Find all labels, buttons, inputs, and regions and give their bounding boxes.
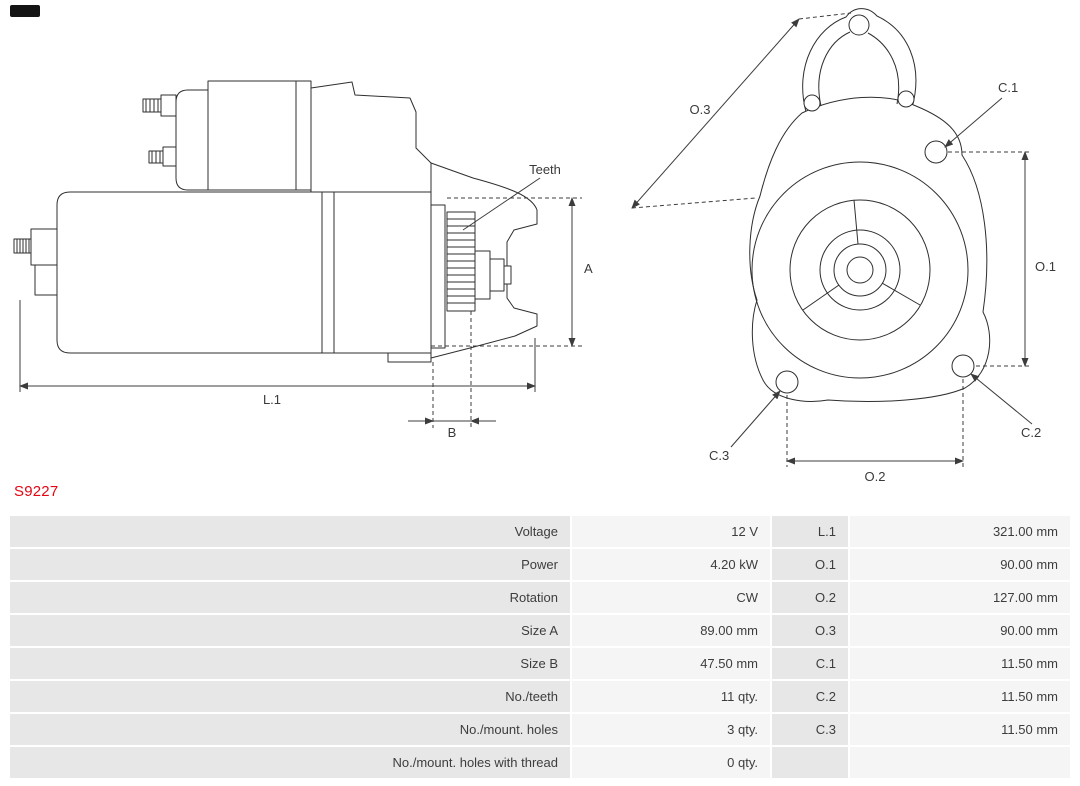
table-row: No./mount. holes with thread 0 qty. [10, 747, 1070, 778]
dimension-o1: O.1 [948, 151, 1056, 367]
dim-value: 11.50 mm [850, 648, 1070, 679]
dim-label: C.2 [772, 681, 848, 712]
spec-value: 12 V [572, 516, 770, 547]
spec-label: Rotation [10, 582, 570, 613]
dim-value: 90.00 mm [850, 549, 1070, 580]
dim-value [850, 747, 1070, 778]
callout-c2: C.2 [970, 373, 1041, 440]
table-row: Size A 89.00 mm O.3 90.00 mm [10, 615, 1070, 646]
brand-logo-icon [10, 5, 40, 17]
part-number: S9227 [14, 483, 59, 500]
spec-label: No./teeth [10, 681, 570, 712]
dimension-a: A [431, 197, 593, 347]
starter-side-view: Teeth A L.1 [13, 80, 593, 440]
spec-value: 0 qty. [572, 747, 770, 778]
mount-hole-c2 [951, 354, 975, 378]
spec-label: No./mount. holes with thread [10, 747, 570, 778]
dim-label: O.3 [772, 615, 848, 646]
dim-value: 90.00 mm [850, 615, 1070, 646]
dim-label: C.1 [772, 648, 848, 679]
dim-b-label: B [448, 425, 457, 440]
table-row: Voltage 12 V L.1 321.00 mm [10, 516, 1070, 547]
spec-table: Voltage 12 V L.1 321.00 mm Power 4.20 kW… [8, 514, 1072, 780]
table-row: Power 4.20 kW O.1 90.00 mm [10, 549, 1070, 580]
mount-hole-c3 [775, 370, 799, 394]
spec-value: 4.20 kW [572, 549, 770, 580]
dim-o3-label: O.3 [690, 102, 711, 117]
dim-label: O.1 [772, 549, 848, 580]
dim-label: C.3 [772, 714, 848, 745]
spec-label: Voltage [10, 516, 570, 547]
starter-front-view: O.3 O.1 O.2 C.1 [631, 8, 1056, 484]
table-row: No./mount. holes 3 qty. C.3 11.50 mm [10, 714, 1070, 745]
dimension-b: B [408, 311, 496, 440]
spec-value: 3 qty. [572, 714, 770, 745]
table-row: Size B 47.50 mm C.1 11.50 mm [10, 648, 1070, 679]
dimension-o3: O.3 [631, 12, 852, 209]
dim-label: O.2 [772, 582, 848, 613]
dim-a-label: A [584, 261, 593, 276]
spec-value: 47.50 mm [572, 648, 770, 679]
spec-value: 11 qty. [572, 681, 770, 712]
pinion-gear [446, 211, 512, 312]
dim-label [772, 747, 848, 778]
dim-value: 127.00 mm [850, 582, 1070, 613]
callout-c2-label: C.2 [1021, 425, 1041, 440]
callout-c3-label: C.3 [709, 448, 729, 463]
dim-o2-label: O.2 [865, 469, 886, 484]
spec-value: CW [572, 582, 770, 613]
table-row: Rotation CW O.2 127.00 mm [10, 582, 1070, 613]
mount-hole-c1 [924, 140, 948, 164]
spec-label: No./mount. holes [10, 714, 570, 745]
teeth-label: Teeth [529, 162, 561, 177]
dim-l1-label: L.1 [263, 392, 281, 407]
dim-value: 11.50 mm [850, 714, 1070, 745]
table-row: No./teeth 11 qty. C.2 11.50 mm [10, 681, 1070, 712]
spec-label: Size A [10, 615, 570, 646]
dim-label: L.1 [772, 516, 848, 547]
dim-value: 321.00 mm [850, 516, 1070, 547]
spec-value: 89.00 mm [572, 615, 770, 646]
dimension-o2: O.2 [786, 379, 964, 484]
callout-c1: C.1 [944, 80, 1018, 148]
dim-o1-label: O.1 [1035, 259, 1056, 274]
callout-c1-label: C.1 [998, 80, 1018, 95]
callout-c3: C.3 [709, 390, 781, 463]
starter-motor-technical-drawing: Teeth A L.1 [13, 8, 1056, 484]
spec-label: Size B [10, 648, 570, 679]
dimension-l1: L.1 [19, 300, 536, 407]
spec-label: Power [10, 549, 570, 580]
dimension-teeth: Teeth [462, 162, 561, 231]
dim-value: 11.50 mm [850, 681, 1070, 712]
